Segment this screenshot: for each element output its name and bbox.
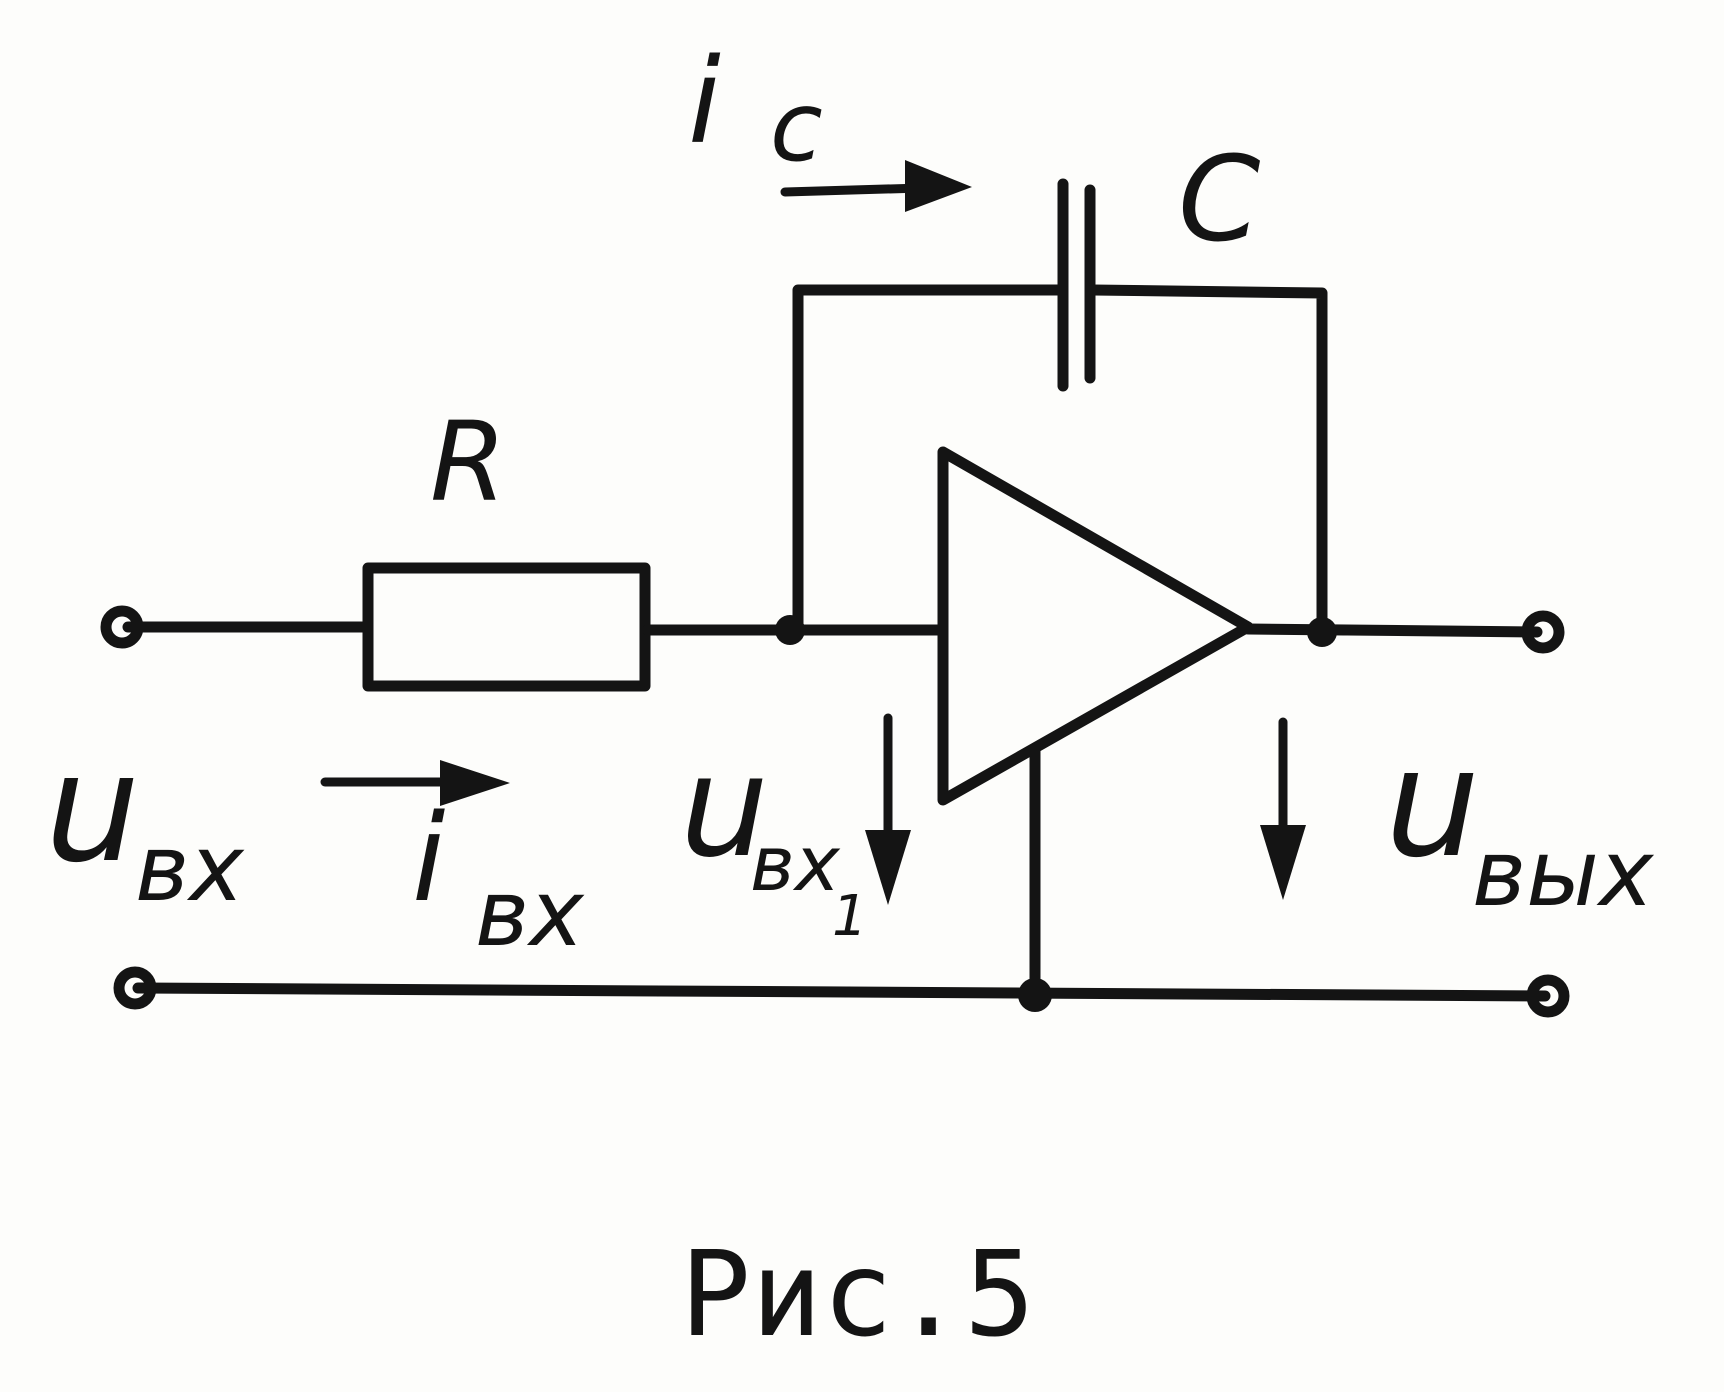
junction-dot-input (775, 615, 805, 645)
input-voltage-subscript: вх (135, 815, 245, 922)
op-amp-triangle (937, 446, 1254, 806)
output-voltage-arrow-head (1260, 825, 1306, 900)
amp-input-voltage-index: 1 (832, 884, 868, 949)
resistor-label: R (430, 398, 506, 526)
feedback-right-wire (1087, 284, 1328, 638)
junction-dot-output (1307, 617, 1337, 647)
capacitor-label: C (1178, 130, 1260, 268)
resistor-r (362, 562, 651, 692)
output-voltage-label: u (1385, 717, 1480, 891)
input-voltage-label: u (45, 722, 140, 896)
capacitor-current-subscript: c (770, 71, 823, 183)
output-voltage-subscript: вых (1472, 820, 1655, 927)
input-current-label: i (412, 790, 445, 929)
input-terminal-top (100, 605, 144, 649)
amp-input-voltage-subscript: вх (750, 819, 841, 908)
amp-input-voltage-arrow-head (865, 830, 911, 905)
input-current-arrow-head (440, 760, 510, 806)
junction-dot-ground (1018, 978, 1052, 1012)
capacitor-current-label: i (688, 32, 721, 170)
output-terminal-bottom (1526, 974, 1570, 1018)
figure-caption: Рис.5 (680, 1225, 1035, 1363)
input-current-subscript: вх (475, 860, 585, 967)
capacitor-current-arrow-head (905, 160, 972, 212)
common-wire (132, 982, 1551, 1002)
output-terminal-top (1521, 610, 1565, 654)
feedback-left-wire (792, 284, 1066, 636)
input-terminal-bottom (113, 966, 157, 1010)
output-wire (1242, 623, 1543, 638)
amp-input-voltage-label: u (680, 726, 769, 889)
